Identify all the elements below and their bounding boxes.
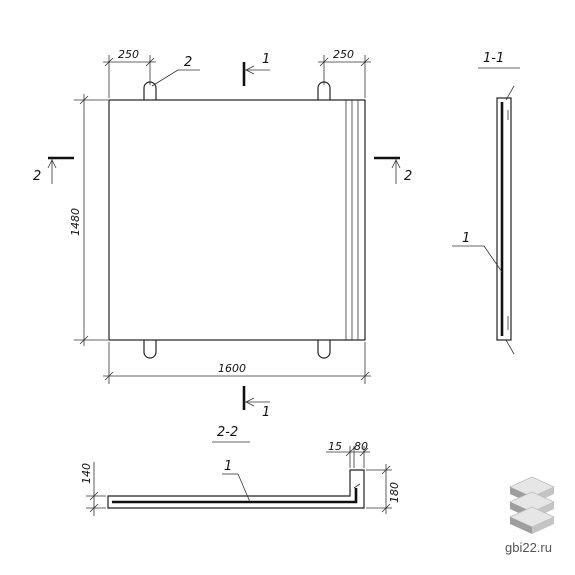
section-2-2-leader: 1 bbox=[224, 459, 232, 474]
loop-mark-label: 2 bbox=[184, 55, 192, 70]
dim-depth: 180 bbox=[388, 482, 401, 503]
dim-left-offset: 250 bbox=[118, 48, 139, 61]
dim-height: 1480 bbox=[69, 208, 82, 236]
watermark-text: gbi22.ru bbox=[505, 540, 552, 555]
section-1-1: 1-1 1 bbox=[452, 51, 520, 355]
dim-width: 1600 bbox=[218, 362, 246, 375]
section-1-1-title: 1-1 bbox=[483, 51, 504, 66]
lifting-loop-icon bbox=[143, 340, 157, 359]
dim-thickness: 140 bbox=[80, 463, 93, 484]
stacked-slabs-logo bbox=[509, 476, 555, 534]
cut-left-number: 2 bbox=[33, 169, 41, 184]
section-1-1-leader: 1 bbox=[462, 231, 470, 246]
section-2-2: 2-2 1 140 180 15 80 bbox=[80, 425, 401, 516]
section-1-1-body bbox=[496, 97, 512, 341]
dim-right-offset: 250 bbox=[333, 48, 354, 61]
cut-bottom-number: 1 bbox=[262, 405, 270, 420]
plan-view: 250 250 2 1 1 2 2 bbox=[33, 48, 412, 420]
dim-rib-b: 80 bbox=[354, 440, 368, 453]
section-2-2-profile bbox=[107, 469, 365, 509]
lifting-loop-icon bbox=[317, 340, 331, 359]
cut-top-number: 1 bbox=[262, 52, 270, 67]
section-2-2-title: 2-2 bbox=[217, 425, 238, 440]
slab-outline bbox=[108, 99, 366, 341]
cut-right-number: 2 bbox=[404, 169, 412, 184]
reinforcement-bar bbox=[112, 488, 358, 504]
dim-rib-a: 15 bbox=[328, 440, 342, 453]
